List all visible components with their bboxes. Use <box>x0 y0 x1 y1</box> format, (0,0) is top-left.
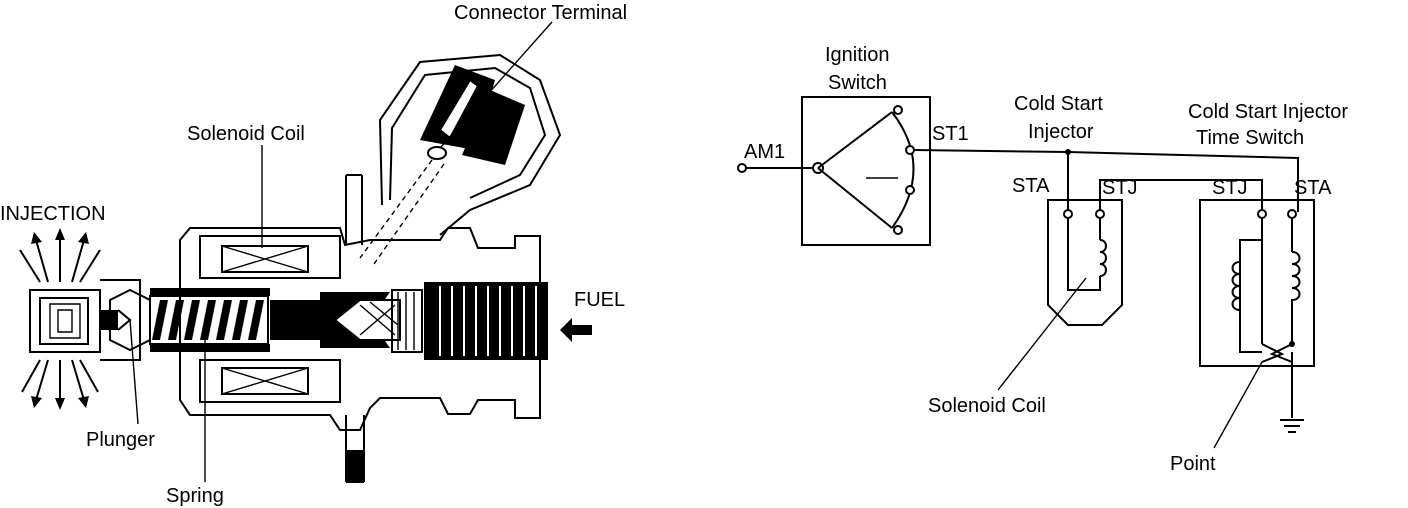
label-point: Point <box>1170 453 1216 475</box>
ground-icon <box>1280 419 1304 433</box>
spring-coils <box>152 300 264 340</box>
time-switch-coil-a <box>1231 261 1241 311</box>
connector-housing <box>359 53 562 265</box>
label-am1: AM1 <box>744 141 785 163</box>
label-fuel: FUEL <box>574 289 625 311</box>
label-solenoid-coil-left: Solenoid Coil <box>187 123 305 145</box>
label-st1: ST1 <box>932 123 969 145</box>
injector-solenoid-coil <box>1099 239 1107 277</box>
injection-arrows <box>19 228 101 410</box>
label-plunger: Plunger <box>86 429 155 451</box>
label-injector: Injector <box>1028 121 1094 143</box>
label-cold-start-injector: Cold Start Injector <box>1188 101 1348 123</box>
label-sta-injector: STA <box>1012 175 1050 197</box>
label-stj-switch: STJ <box>1212 177 1248 199</box>
label-injection: INJECTION <box>0 203 106 225</box>
label-switch: Switch <box>828 72 887 94</box>
cold-start-injector-box <box>1047 199 1123 326</box>
time-switch-box <box>1199 199 1315 367</box>
label-connector-terminal: Connector Terminal <box>454 2 627 24</box>
label-spring: Spring <box>166 485 224 507</box>
bimetal-point <box>1261 343 1285 363</box>
terminal-am1 <box>737 163 747 173</box>
wiring-diagram <box>737 96 1315 449</box>
terminal-st1 <box>905 145 915 155</box>
label-ignition: Ignition <box>825 44 890 66</box>
label-solenoid-coil-right: Solenoid Coil <box>928 395 1046 417</box>
label-cold-start: Cold Start <box>1014 93 1103 115</box>
fuel-arrow-icon <box>560 318 592 342</box>
label-stj-injector: STJ <box>1102 177 1138 199</box>
label-time-switch: Time Switch <box>1196 127 1304 149</box>
ignition-switch-box <box>801 96 931 246</box>
injector-cutaway <box>19 21 592 483</box>
label-sta-switch: STA <box>1294 177 1332 199</box>
